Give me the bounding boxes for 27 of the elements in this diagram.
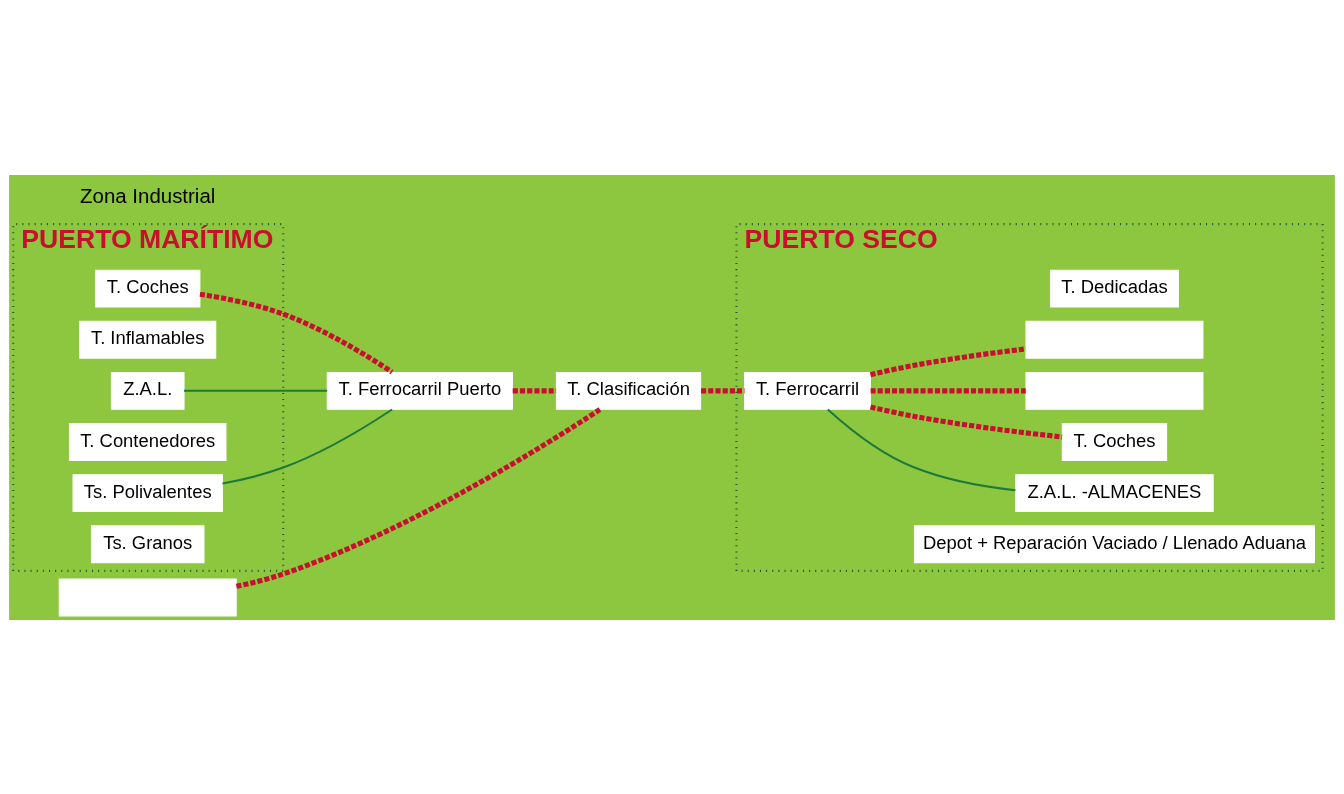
connector (199, 291, 394, 374)
connector (869, 345, 1027, 377)
node-box: Depot + Reparación Vaciado / Llenado Aduana (913, 524, 1315, 563)
node-box: T. Contenedores (68, 422, 227, 461)
node-box: T. Ferrocarril (744, 371, 871, 410)
connector (222, 408, 393, 485)
connector (512, 387, 557, 393)
node-box: T. Inflamables (79, 320, 217, 359)
node-box: T. Ferrocarril Puerto (326, 371, 513, 410)
node-box (1025, 371, 1204, 410)
connector (235, 406, 602, 589)
connector (827, 408, 1016, 491)
node-box: Z.A.L. (110, 371, 185, 410)
connector (869, 404, 1063, 439)
node-box: T. Dedicadas (1050, 269, 1179, 307)
connector (701, 387, 745, 393)
node-box: Ts. Granos (90, 524, 205, 563)
connector (870, 387, 1026, 393)
node-box: T. Coches (1061, 422, 1168, 461)
node-box (1025, 320, 1204, 359)
node-box: T. Clasificación (555, 371, 702, 410)
connector (184, 389, 328, 392)
node-box: Ts. Polivalentes (72, 473, 223, 512)
node-box: Z.A.L. -ALMACENES (1015, 473, 1214, 512)
label: Zona Industrial (80, 183, 216, 207)
node-box: T. Coches (95, 269, 201, 307)
node-box (58, 578, 237, 616)
